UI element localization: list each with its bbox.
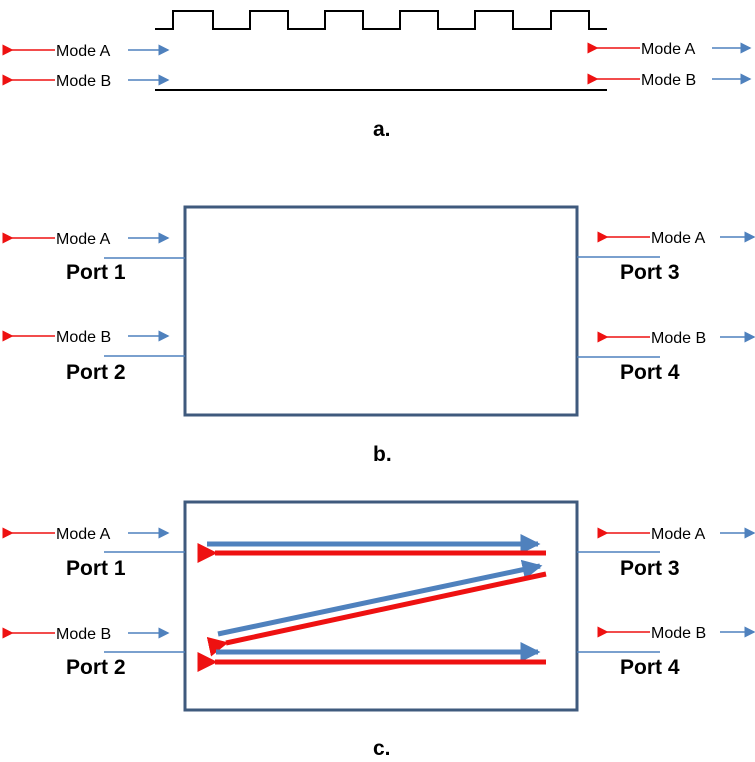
port-4-label: Port 4 (620, 656, 680, 679)
grating-waveform (155, 10, 607, 30)
coupling-back-arrow-diagonal (206, 571, 547, 657)
port-3-label: Port 3 (620, 261, 680, 284)
port-4-label: Port 4 (620, 361, 680, 384)
device-box (183, 205, 579, 417)
p3-mode-label: Mode A (651, 526, 706, 543)
panel-a: Mode A Mode B Mode A Mode B a. (2, 10, 752, 141)
caption-b: b. (373, 443, 392, 466)
mode-b-right-label: Mode B (641, 72, 696, 89)
panel-c: Mode A Port 1 Mode B Port 2 Mode A Port … (2, 500, 755, 760)
caption-a: a. (373, 118, 391, 141)
device-box (183, 500, 579, 712)
caption-c: c. (373, 737, 391, 760)
p2-mode-label: Mode B (56, 626, 111, 643)
port-1-label: Port 1 (66, 557, 126, 580)
port-2-label: Port 2 (66, 656, 126, 679)
mode-a-right-label: Mode A (641, 41, 696, 58)
panel-b: Mode A Port 1 Mode B Port 2 Mode A Port … (2, 205, 755, 466)
p1-mode-label: Mode A (56, 526, 111, 543)
p2-mode-label: Mode B (56, 329, 111, 346)
port-1-label: Port 1 (66, 261, 126, 284)
port-3-label: Port 3 (620, 557, 680, 580)
p3-mode-label: Mode A (651, 230, 706, 247)
port-2-label: Port 2 (66, 361, 126, 384)
mode-b-left-label: Mode B (56, 73, 111, 90)
mode-a-left-label: Mode A (56, 43, 111, 60)
coupling-fwd-arrow-diagonal (217, 559, 543, 637)
p4-mode-label: Mode B (651, 330, 706, 347)
p4-mode-label: Mode B (651, 625, 706, 642)
p1-mode-label: Mode A (56, 231, 111, 248)
